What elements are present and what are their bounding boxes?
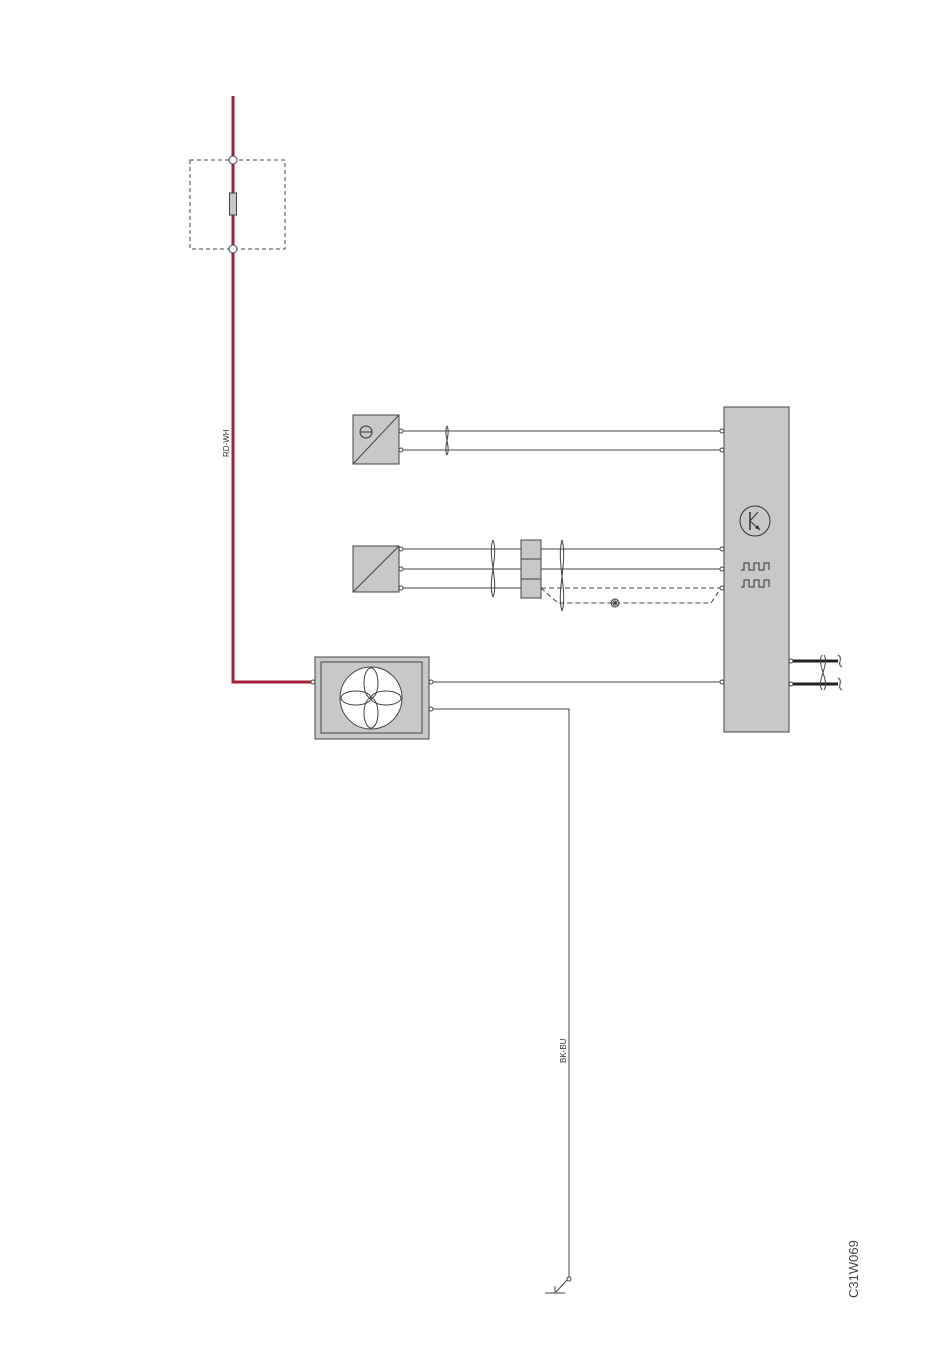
supply-wire-label: RD-WH (222, 429, 231, 457)
ground-wire-label: BK-BU (559, 1038, 568, 1063)
inline-connector (521, 540, 541, 598)
supply-wire (233, 96, 313, 682)
shield-icon (611, 599, 619, 607)
ground-wire (433, 709, 571, 1281)
temperature-sensor (353, 415, 403, 464)
sensor-three-wire (353, 546, 403, 592)
sensor1-signal-wires (403, 426, 721, 455)
diagram-reference-code: C31W069 (846, 1240, 861, 1298)
ground-symbol-icon (545, 1280, 567, 1293)
sensor2-signal-wires (403, 540, 721, 611)
control-module (720, 407, 793, 732)
network-bus-wires (793, 655, 842, 690)
fan-motor-module (311, 657, 433, 739)
fuse-terminal-bottom (229, 245, 237, 253)
fan-motor-icon (340, 667, 402, 729)
fuse-icon (230, 193, 237, 215)
fuse-terminal-top (229, 156, 237, 164)
fuse-box (190, 156, 285, 253)
